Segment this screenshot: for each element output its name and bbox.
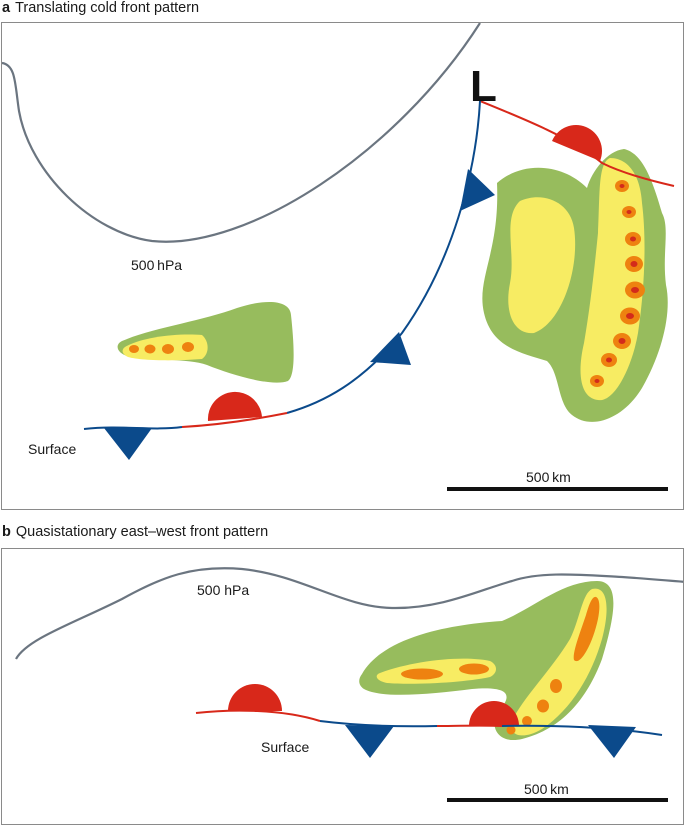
warm-front-bump: [228, 684, 282, 711]
precip-extreme-core: [619, 184, 625, 188]
cold-front-triangle: [104, 428, 152, 460]
cold-front-triangle: [588, 725, 636, 758]
warm-front-bump: [552, 125, 602, 161]
panel-a-surface-label: Surface: [28, 441, 77, 457]
panel-a-diagram: L: [2, 23, 675, 491]
precip-heavy-cells-chain: [590, 180, 645, 387]
cold-front-triangle: [345, 725, 394, 758]
precip-extreme-core: [631, 287, 639, 293]
panel-a-500hpa-label: 500 hPa: [131, 257, 183, 273]
panel-b-scale-bar: [447, 798, 668, 802]
panel-b-cold-front: [319, 720, 438, 728]
precip-heavy-cell: [459, 663, 489, 675]
panel-b-500hpa-label: 500 hPa: [197, 582, 250, 598]
panel-a-title-text: Translating cold front pattern: [15, 0, 200, 16]
warm-front-bump: [207, 391, 262, 421]
warm-front-bump: [469, 701, 519, 726]
precip-extreme-core: [630, 261, 638, 267]
precip-heavy-cell: [550, 679, 562, 693]
precip-extreme-core: [594, 379, 600, 383]
cold-front-triangle: [460, 169, 495, 211]
panel-a-scale-label: 500 km: [526, 469, 571, 485]
panel-a-letter: a: [2, 0, 11, 16]
precip-heavy-cell: [506, 725, 516, 735]
precip-heavy-cell: [401, 668, 443, 680]
precip-heavy-cell: [162, 344, 174, 354]
panel-b-scale-label: 500 km: [524, 781, 569, 797]
panel-b-cold-front-east: [501, 724, 663, 736]
panel-b-diagram: [15, 567, 683, 802]
precip-heavy-cell: [144, 344, 156, 354]
panel-b-500hpa-contour: [15, 567, 683, 660]
panel-b-surface-label: Surface: [261, 739, 310, 755]
precip-heavy-cell: [537, 699, 549, 713]
panel-b-letter: b: [2, 524, 11, 540]
panel-b-warm-front-west: [195, 709, 321, 722]
low-pressure-symbol: L: [470, 62, 497, 111]
panel-a-precip-shield: [482, 149, 668, 422]
panel-b-title-text: Quasistationary east–west front pattern: [15, 524, 269, 540]
precip-extreme-core: [606, 357, 612, 363]
panel-a-warm-front-west: [181, 412, 288, 428]
panel-b-frame: 500 hPa Surface 500 km: [1, 548, 684, 825]
precip-extreme-core: [630, 236, 636, 242]
precip-moderate-area: [508, 197, 576, 334]
panel-a-500hpa-contour: [2, 23, 481, 243]
panel-b-precip-plume: [359, 581, 614, 741]
panel-a-precip-west: [117, 301, 294, 383]
precip-heavy-cell: [522, 716, 532, 726]
precip-heavy-band: [573, 596, 600, 662]
precip-extreme-core: [618, 338, 626, 344]
panel-a-frame: L 500 hPa Surface 500 km: [1, 22, 684, 510]
cold-front-triangle: [370, 332, 411, 365]
panel-a-cold-front: [286, 100, 481, 414]
precip-extreme-core: [626, 313, 634, 319]
precip-heavy-cell: [182, 342, 194, 352]
precip-extreme-core: [626, 210, 632, 214]
precip-heavy-cell: [129, 345, 139, 353]
panel-a-scale-bar: [447, 487, 668, 491]
